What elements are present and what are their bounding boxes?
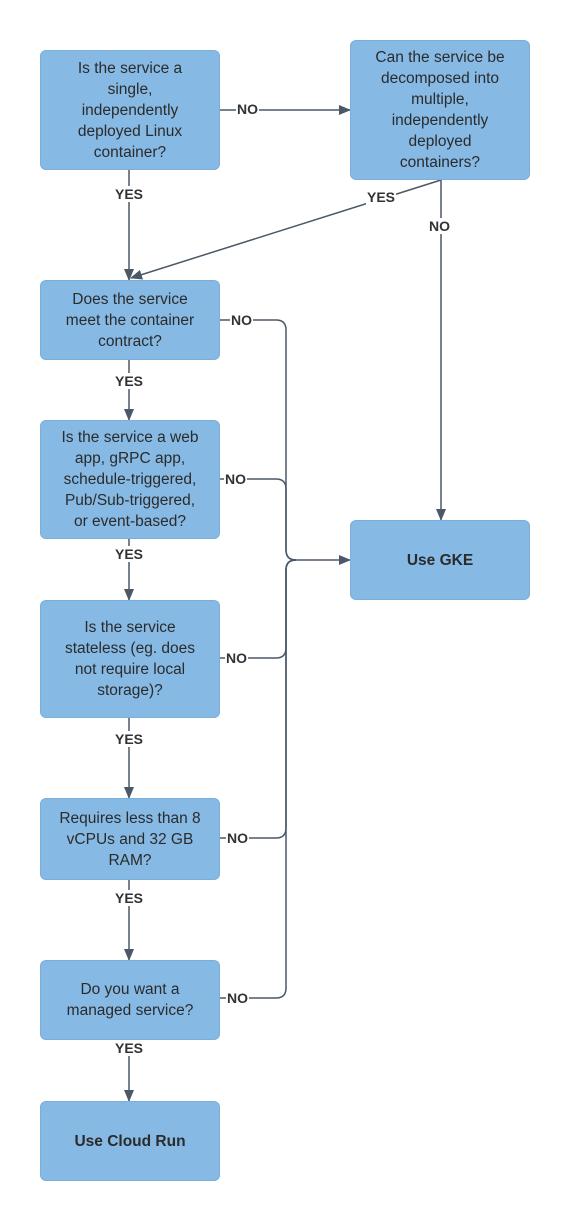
node-container-contract-text: Does the service meet the container cont… — [65, 290, 195, 350]
label-no-stateless: NO — [225, 650, 248, 666]
edge-managed-no — [220, 559, 297, 999]
label-yes-contract: YES — [114, 373, 145, 389]
label-no-apptype: NO — [224, 471, 247, 487]
node-app-type-text: Is the service a web app, gRPC app, sche… — [61, 429, 199, 530]
label-yes-single: YES — [114, 186, 145, 202]
node-use-gke-text: Use GKE — [406, 551, 474, 569]
node-use-cloud-run: Use Cloud Run — [40, 1101, 220, 1181]
edge-resources-no — [220, 559, 297, 839]
edge-stateless-no — [220, 559, 297, 659]
label-yes-decomposed: YES — [366, 189, 397, 205]
label-yes-apptype: YES — [114, 546, 145, 562]
node-use-gke: Use GKE — [350, 520, 530, 600]
label-no-managed: NO — [226, 990, 249, 1006]
label-no-single: NO — [236, 101, 259, 117]
node-managed-text: Do you want a managed service? — [66, 981, 194, 1019]
label-yes-resources: YES — [114, 890, 145, 906]
node-resources-text: Requires less than 8 vCPUs and 32 GB RAM… — [59, 809, 201, 869]
node-resources: Requires less than 8 vCPUs and 32 GB RAM… — [40, 798, 220, 880]
edge-apptype-no — [220, 478, 297, 561]
label-yes-managed: YES — [114, 1040, 145, 1056]
label-no-contract: NO — [230, 312, 253, 328]
label-yes-stateless: YES — [114, 731, 145, 747]
node-managed: Do you want a managed service? — [40, 960, 220, 1040]
node-stateless-text: Is the service stateless (eg. does not r… — [64, 619, 196, 699]
node-single-container: Is the service a single, independently d… — [40, 50, 220, 170]
node-container-contract: Does the service meet the container cont… — [40, 280, 220, 360]
node-use-cloud-run-text: Use Cloud Run — [74, 1132, 186, 1150]
node-decomposed-text: Can the service be decomposed into multi… — [375, 49, 505, 171]
node-decomposed: Can the service be decomposed into multi… — [350, 40, 530, 180]
label-no-resources: NO — [226, 830, 249, 846]
node-single-container-text: Is the service a single, independently d… — [77, 59, 183, 161]
label-no-decomposed: NO — [428, 218, 451, 234]
node-app-type: Is the service a web app, gRPC app, sche… — [40, 420, 220, 539]
node-stateless: Is the service stateless (eg. does not r… — [40, 600, 220, 718]
edge-contract-no — [220, 319, 297, 561]
